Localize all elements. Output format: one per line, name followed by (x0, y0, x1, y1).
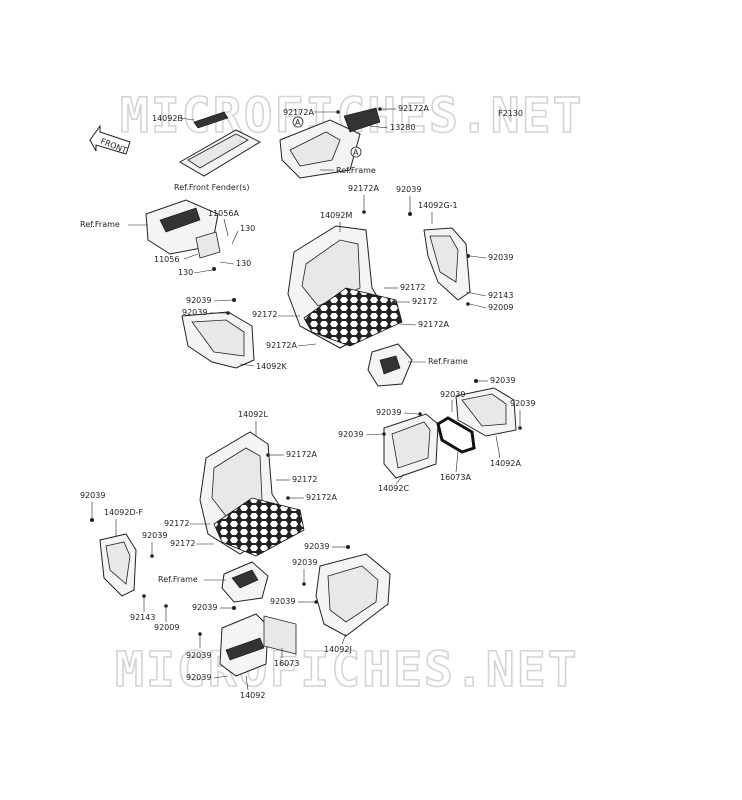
label-92039-m2: 92039 (338, 430, 363, 439)
label-92039-ll: 92039 (142, 531, 167, 540)
ref-frame-2: Ref.Frame (80, 220, 120, 229)
label-92172A-2: 92172A (398, 104, 429, 113)
part-14092M (287, 225, 403, 349)
part-14092A (455, 387, 517, 437)
label-92172A-5: 92172A (266, 341, 297, 350)
part-frame-bracket-left (145, 199, 221, 259)
label-92039-m1: 92039 (376, 408, 401, 417)
part-14092G-1 (423, 227, 471, 301)
label-92039-b1: 92039 (304, 542, 329, 551)
part-16073 (263, 615, 297, 655)
label-92172A-7: 92172A (306, 493, 337, 502)
label-92172-a: 92172 (400, 283, 425, 292)
part-14092K (181, 311, 255, 369)
part-14092C (383, 413, 439, 479)
label-92039-right: 92039 (488, 253, 513, 262)
label-14092L: 14092L (238, 410, 268, 419)
label-92172-ll2: 92172 (170, 539, 195, 548)
circle-a-1 (292, 116, 304, 128)
label-130-a: 130 (240, 224, 255, 233)
label-92172A-4: 92172A (418, 320, 449, 329)
label-16073A: 16073A (440, 473, 471, 482)
label-130-b: 130 (236, 259, 251, 268)
part-frame-lower (221, 561, 269, 603)
label-92172-ll1: 92172 (164, 519, 189, 528)
part-frame-bracket-top (279, 107, 381, 179)
label-14092D-F: 14092D-F (104, 508, 143, 517)
label-92172A-1: 92172A (283, 108, 314, 117)
part-14092J (315, 553, 391, 637)
label-130-c: 130 (178, 268, 193, 277)
label-92172-b: 92172 (412, 297, 437, 306)
label-92039-top: 92039 (396, 185, 421, 194)
part-16073A (436, 416, 476, 454)
label-14092M: 14092M (320, 211, 352, 220)
part-14092 (219, 613, 269, 677)
label-92172A-6: 92172A (286, 450, 317, 459)
label-92039-b2: 92039 (292, 558, 317, 567)
label-92143-right: 92143 (488, 291, 513, 300)
circle-a-2-label: A (353, 148, 359, 157)
label-92039-b4: 92039 (192, 603, 217, 612)
label-92039-l1: 92039 (186, 296, 211, 305)
label-92172A-3: 92172A (348, 184, 379, 193)
label-92039-b3: 92039 (270, 597, 295, 606)
circle-a-2 (350, 146, 362, 158)
ref-front-fender: Ref.Front Fender(s) (174, 183, 250, 192)
label-11056A: 11056A (208, 209, 239, 218)
ref-frame-1: Ref.Frame (336, 166, 376, 175)
label-14092B: 14092B (152, 114, 183, 123)
label-92172-left: 92172 (252, 310, 277, 319)
label-92039-b6: 92039 (186, 673, 211, 682)
label-92009-left: 92009 (154, 623, 179, 632)
circle-a-1-label: A (295, 118, 301, 127)
label-13280: 13280 (390, 123, 415, 132)
label-14092J: 14092J (324, 645, 352, 654)
part-14092L (199, 431, 305, 557)
part-14092D-F (99, 533, 137, 597)
part-frame-center (367, 343, 413, 387)
label-92009-right: 92009 (488, 303, 513, 312)
label-92143-left: 92143 (130, 613, 155, 622)
label-92039-m4: 92039 (440, 390, 465, 399)
label-92039-b5: 92039 (186, 651, 211, 660)
label-92172-lower1: 92172 (292, 475, 317, 484)
label-92039-m3: 92039 (490, 376, 515, 385)
label-14092K: 14092K (256, 362, 287, 371)
part-14092B (179, 111, 262, 177)
watermark-bottom: MICROFICHES.NET (115, 642, 578, 698)
ref-frame-4: Ref.Frame (158, 575, 198, 584)
label-92039-lw: 92039 (80, 491, 105, 500)
label-11056: 11056 (154, 255, 179, 264)
label-14092A: 14092A (490, 459, 521, 468)
label-14092G-1: 14092G-1 (418, 201, 458, 210)
label-16073: 16073 (274, 659, 299, 668)
label-14092C: 14092C (378, 484, 409, 493)
label-92039-l2: 92039 (182, 308, 207, 317)
label-92039-m5: 92039 (510, 399, 535, 408)
label-14092: 14092 (240, 691, 265, 700)
ref-frame-3: Ref.Frame (428, 357, 468, 366)
figure-code: F2130 (498, 109, 523, 118)
